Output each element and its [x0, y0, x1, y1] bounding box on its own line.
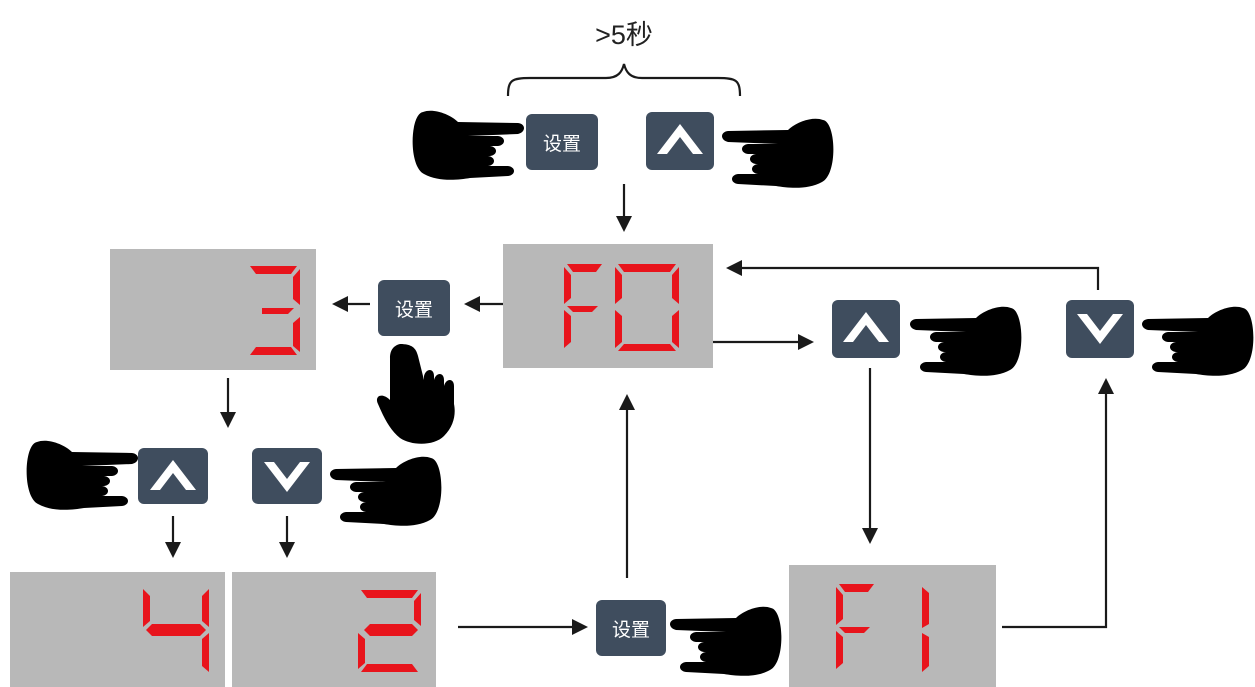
- hand-pointing-icon: [412, 110, 524, 180]
- set-key-bottom[interactable]: 设置: [596, 600, 666, 656]
- down-key-right[interactable]: [1066, 300, 1134, 358]
- set-key-label: 设置: [395, 299, 433, 321]
- hand-pointing-icon: [376, 344, 455, 444]
- hand-pointing-icon: [910, 306, 1022, 376]
- hand-pointing-icon: [722, 118, 834, 188]
- hand-pointing-icon: [670, 606, 782, 676]
- display-4: [10, 572, 225, 687]
- up-key-right[interactable]: [832, 300, 900, 358]
- set-key-label: 设置: [543, 133, 581, 155]
- chevron-up-icon: [657, 124, 703, 154]
- display-2: [232, 572, 436, 687]
- hold-duration-label: >5秒: [595, 20, 653, 50]
- chevron-up-icon: [843, 312, 889, 342]
- hand-pointing-icon: [1142, 306, 1254, 376]
- down-key-left[interactable]: [252, 448, 322, 504]
- chevron-down-icon: [264, 462, 310, 492]
- set-key-middle[interactable]: 设置: [378, 280, 450, 336]
- set-key-top[interactable]: 设置: [526, 114, 598, 170]
- hand-pointing-icon: [26, 440, 138, 510]
- up-key-left[interactable]: [138, 448, 208, 504]
- chevron-down-icon: [1077, 314, 1123, 344]
- set-key-label: 设置: [612, 619, 650, 641]
- hold-bracket: [506, 63, 742, 97]
- display-f0: [503, 244, 713, 368]
- chevron-up-icon: [150, 460, 196, 490]
- display-3: [110, 249, 316, 370]
- display-f1: [789, 565, 996, 687]
- up-key-top[interactable]: [646, 112, 714, 170]
- hand-pointing-icon: [330, 456, 442, 526]
